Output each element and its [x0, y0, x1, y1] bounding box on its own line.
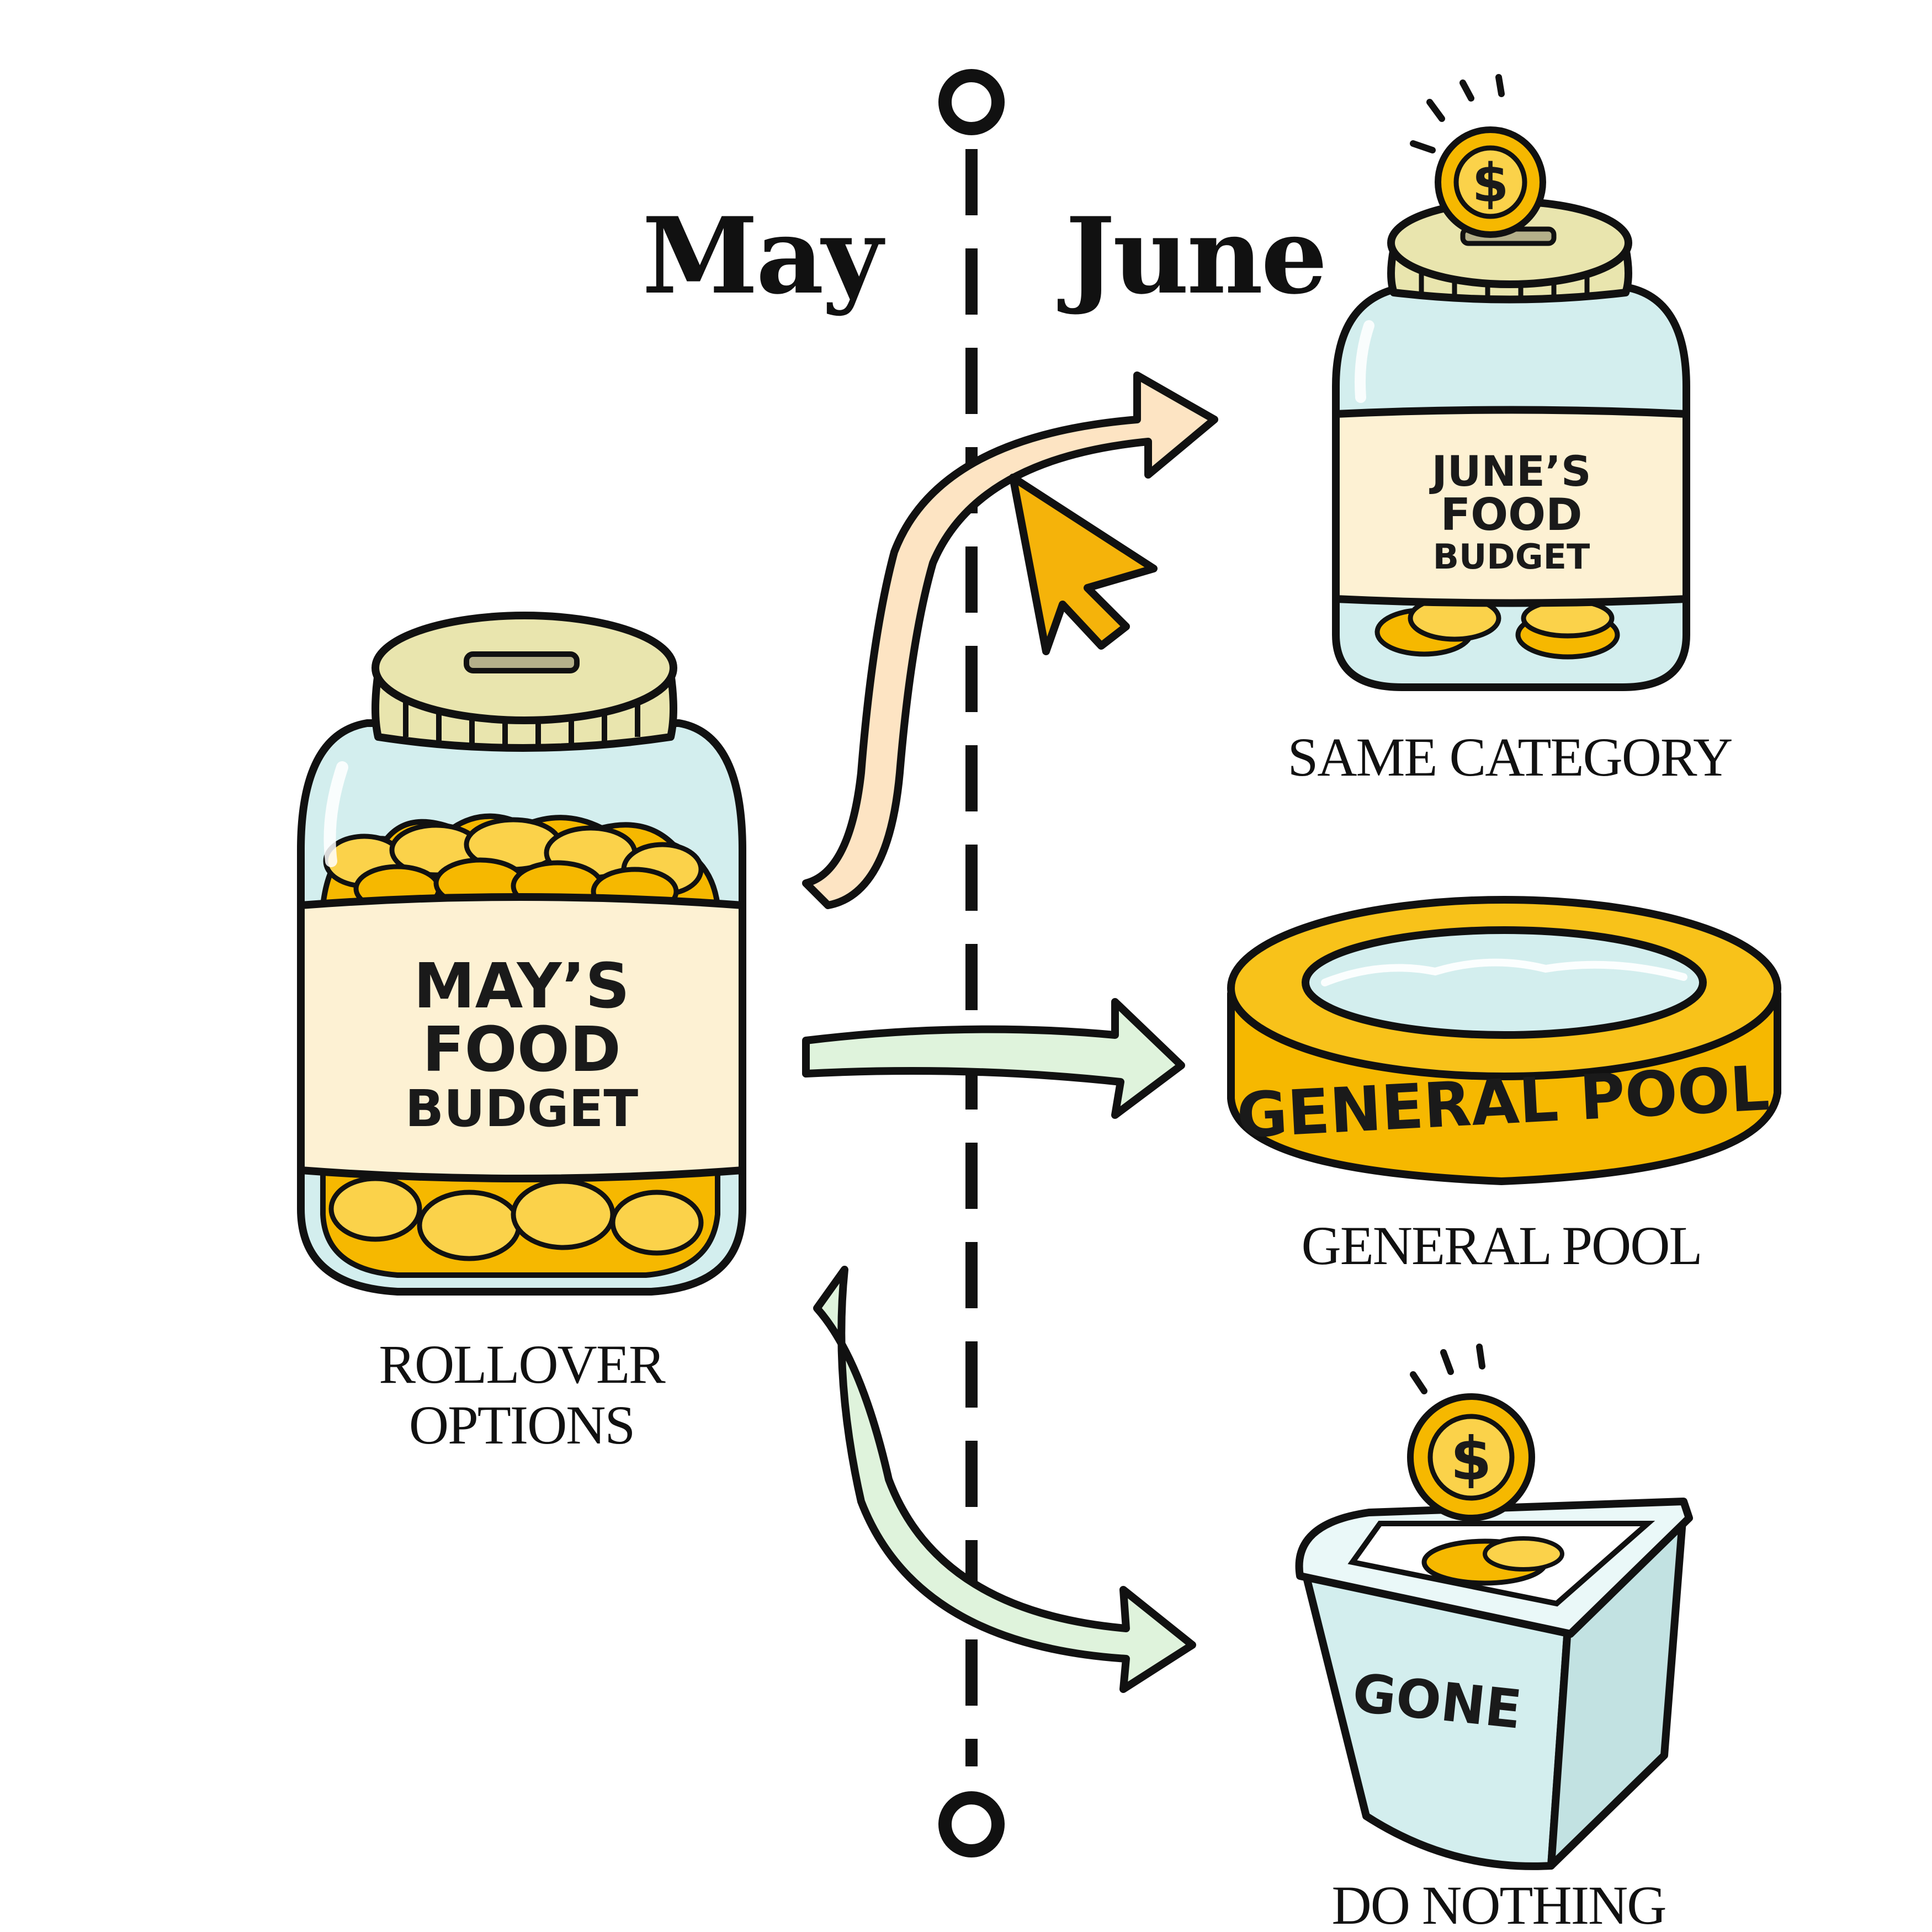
timeline — [938, 69, 1005, 1857]
may-jar-label-line3: BUDGET — [405, 1079, 639, 1138]
timeline-bottom-node — [938, 1791, 1005, 1857]
june-jar-label — [1332, 406, 1690, 607]
general-pool-ring: GENERAL POOL — [1227, 896, 1781, 1185]
may-budget-jar: MAY’S FOOD BUDGET — [297, 612, 746, 1296]
arrow-to-do-nothing — [813, 1266, 1196, 1693]
timeline-top-node — [938, 69, 1005, 135]
source-caption: ROLLOVER OPTIONS — [379, 1334, 667, 1456]
month-may: May — [642, 194, 885, 317]
may-jar-coin-slot — [464, 651, 580, 673]
may-jar-label — [297, 893, 746, 1182]
arrow-to-general-pool — [802, 998, 1185, 1119]
june-jar-label-line3: BUDGET — [1433, 537, 1590, 577]
caption-do-nothing: DO NOTHING — [1332, 1875, 1666, 1932]
dollar-coin-icon-top: $ — [1410, 74, 1546, 238]
caption-same-category: SAME CATEGORY — [1288, 726, 1732, 788]
caption-general-pool: GENERAL POOL — [1301, 1215, 1701, 1276]
bottom-coin-symbol: $ — [1450, 1425, 1492, 1494]
dollar-coin-icon-bottom: $ — [1407, 1344, 1535, 1521]
june-jar-label-line2: FOOD — [1440, 489, 1582, 540]
source-caption-line1: ROLLOVER — [379, 1334, 666, 1395]
may-jar-coins-bottom — [320, 1167, 720, 1278]
june-budget-jar: JUNE’S FOOD BUDGET — [1332, 198, 1690, 691]
top-coin-symbol: $ — [1472, 152, 1509, 214]
pool-water — [1302, 926, 1707, 1039]
june-jar-label-line1: JUNE’S — [1429, 447, 1591, 496]
may-jar-label-line1: MAY’S — [413, 951, 630, 1022]
source-caption-line2: OPTIONS — [409, 1394, 634, 1456]
may-jar-label-line2: FOOD — [422, 1014, 621, 1086]
month-june: June — [1058, 194, 1325, 317]
bin-front — [1302, 1569, 1572, 1870]
arrow-to-same-category — [802, 371, 1218, 909]
cursor-arrow-icon — [1009, 474, 1158, 655]
trash-bin: GONE — [1295, 1498, 1693, 1870]
june-jar-coins — [1374, 595, 1620, 660]
